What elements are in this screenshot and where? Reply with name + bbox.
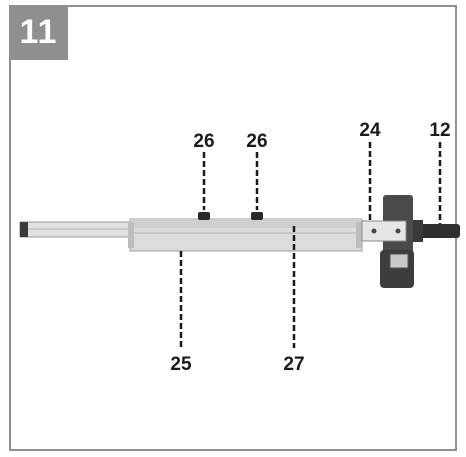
callout-12: 12: [429, 120, 450, 141]
knob-left: [198, 212, 210, 220]
profile-end-left: [128, 222, 134, 248]
lead-lines: [179, 142, 442, 348]
callout-27: 27: [283, 354, 304, 375]
callout-25: 25: [170, 354, 192, 375]
callout-24: 24: [359, 120, 381, 141]
rail-end-cap: [20, 222, 28, 237]
knob-right: [251, 212, 263, 220]
figure-number-badge: 11: [9, 5, 68, 60]
plate-slot: [389, 253, 409, 269]
callout-26-right: 26: [246, 131, 267, 152]
profile-end-right: [356, 222, 362, 248]
slide-block: [361, 220, 407, 242]
callout-26-left: 26: [193, 131, 214, 152]
clamp-lever: [418, 224, 460, 238]
